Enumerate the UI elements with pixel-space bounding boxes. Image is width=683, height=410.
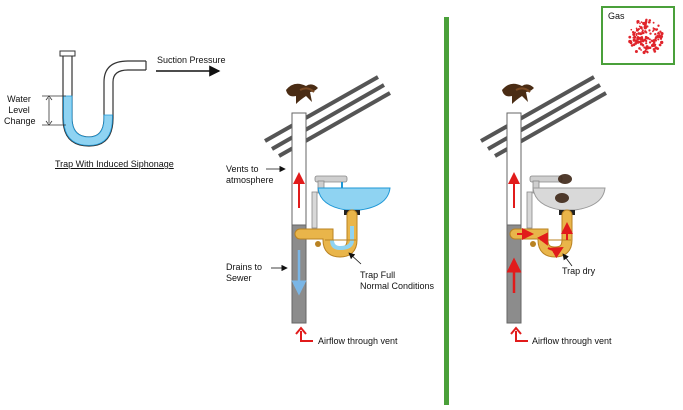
left-plumbing-scene	[264, 75, 391, 342]
suction-pressure-label: Suction Pressure	[157, 55, 226, 65]
gas-legend-label: Gas	[608, 11, 625, 21]
trap-full-label: Trap Full Normal Conditions	[360, 270, 434, 292]
vents-line-2: atmosphere	[226, 175, 274, 185]
vents-to-atmosphere-label: Vents to atmosphere	[226, 164, 274, 186]
faucet-icon	[314, 175, 348, 194]
water-level-line-1: Water	[7, 94, 31, 104]
water-level-line-2: Level	[8, 105, 30, 115]
panel-divider	[444, 17, 449, 405]
roof	[264, 75, 391, 158]
roof	[480, 75, 607, 158]
faucet-icon	[529, 175, 563, 194]
vents-line-1: Vents to	[226, 164, 259, 174]
drains-to-sewer-label: Drains to Sewer	[226, 262, 262, 284]
left-airflow-label: Airflow through vent	[318, 336, 398, 346]
water-level-line-3: Change	[4, 116, 36, 126]
trap-full-line-1: Trap Full	[360, 270, 396, 280]
p-trap-full	[294, 209, 358, 258]
trap-inset-caption: Trap With Induced Siphonage	[55, 159, 174, 169]
right-airflow-label: Airflow through vent	[532, 336, 612, 346]
trap-dry-label: Trap dry	[562, 266, 596, 276]
trap-full-line-2: Normal Conditions	[360, 281, 435, 291]
drains-line-1: Drains to	[226, 262, 263, 272]
bird-on-roof-icon	[502, 83, 534, 104]
p-trap-dry	[509, 209, 573, 259]
trap-inset	[42, 50, 221, 147]
bird-on-roof-icon	[286, 83, 318, 104]
water-level-change-label: Water Level Change	[4, 94, 36, 127]
drains-line-2: Sewer	[226, 273, 252, 283]
right-plumbing-scene	[480, 75, 607, 342]
